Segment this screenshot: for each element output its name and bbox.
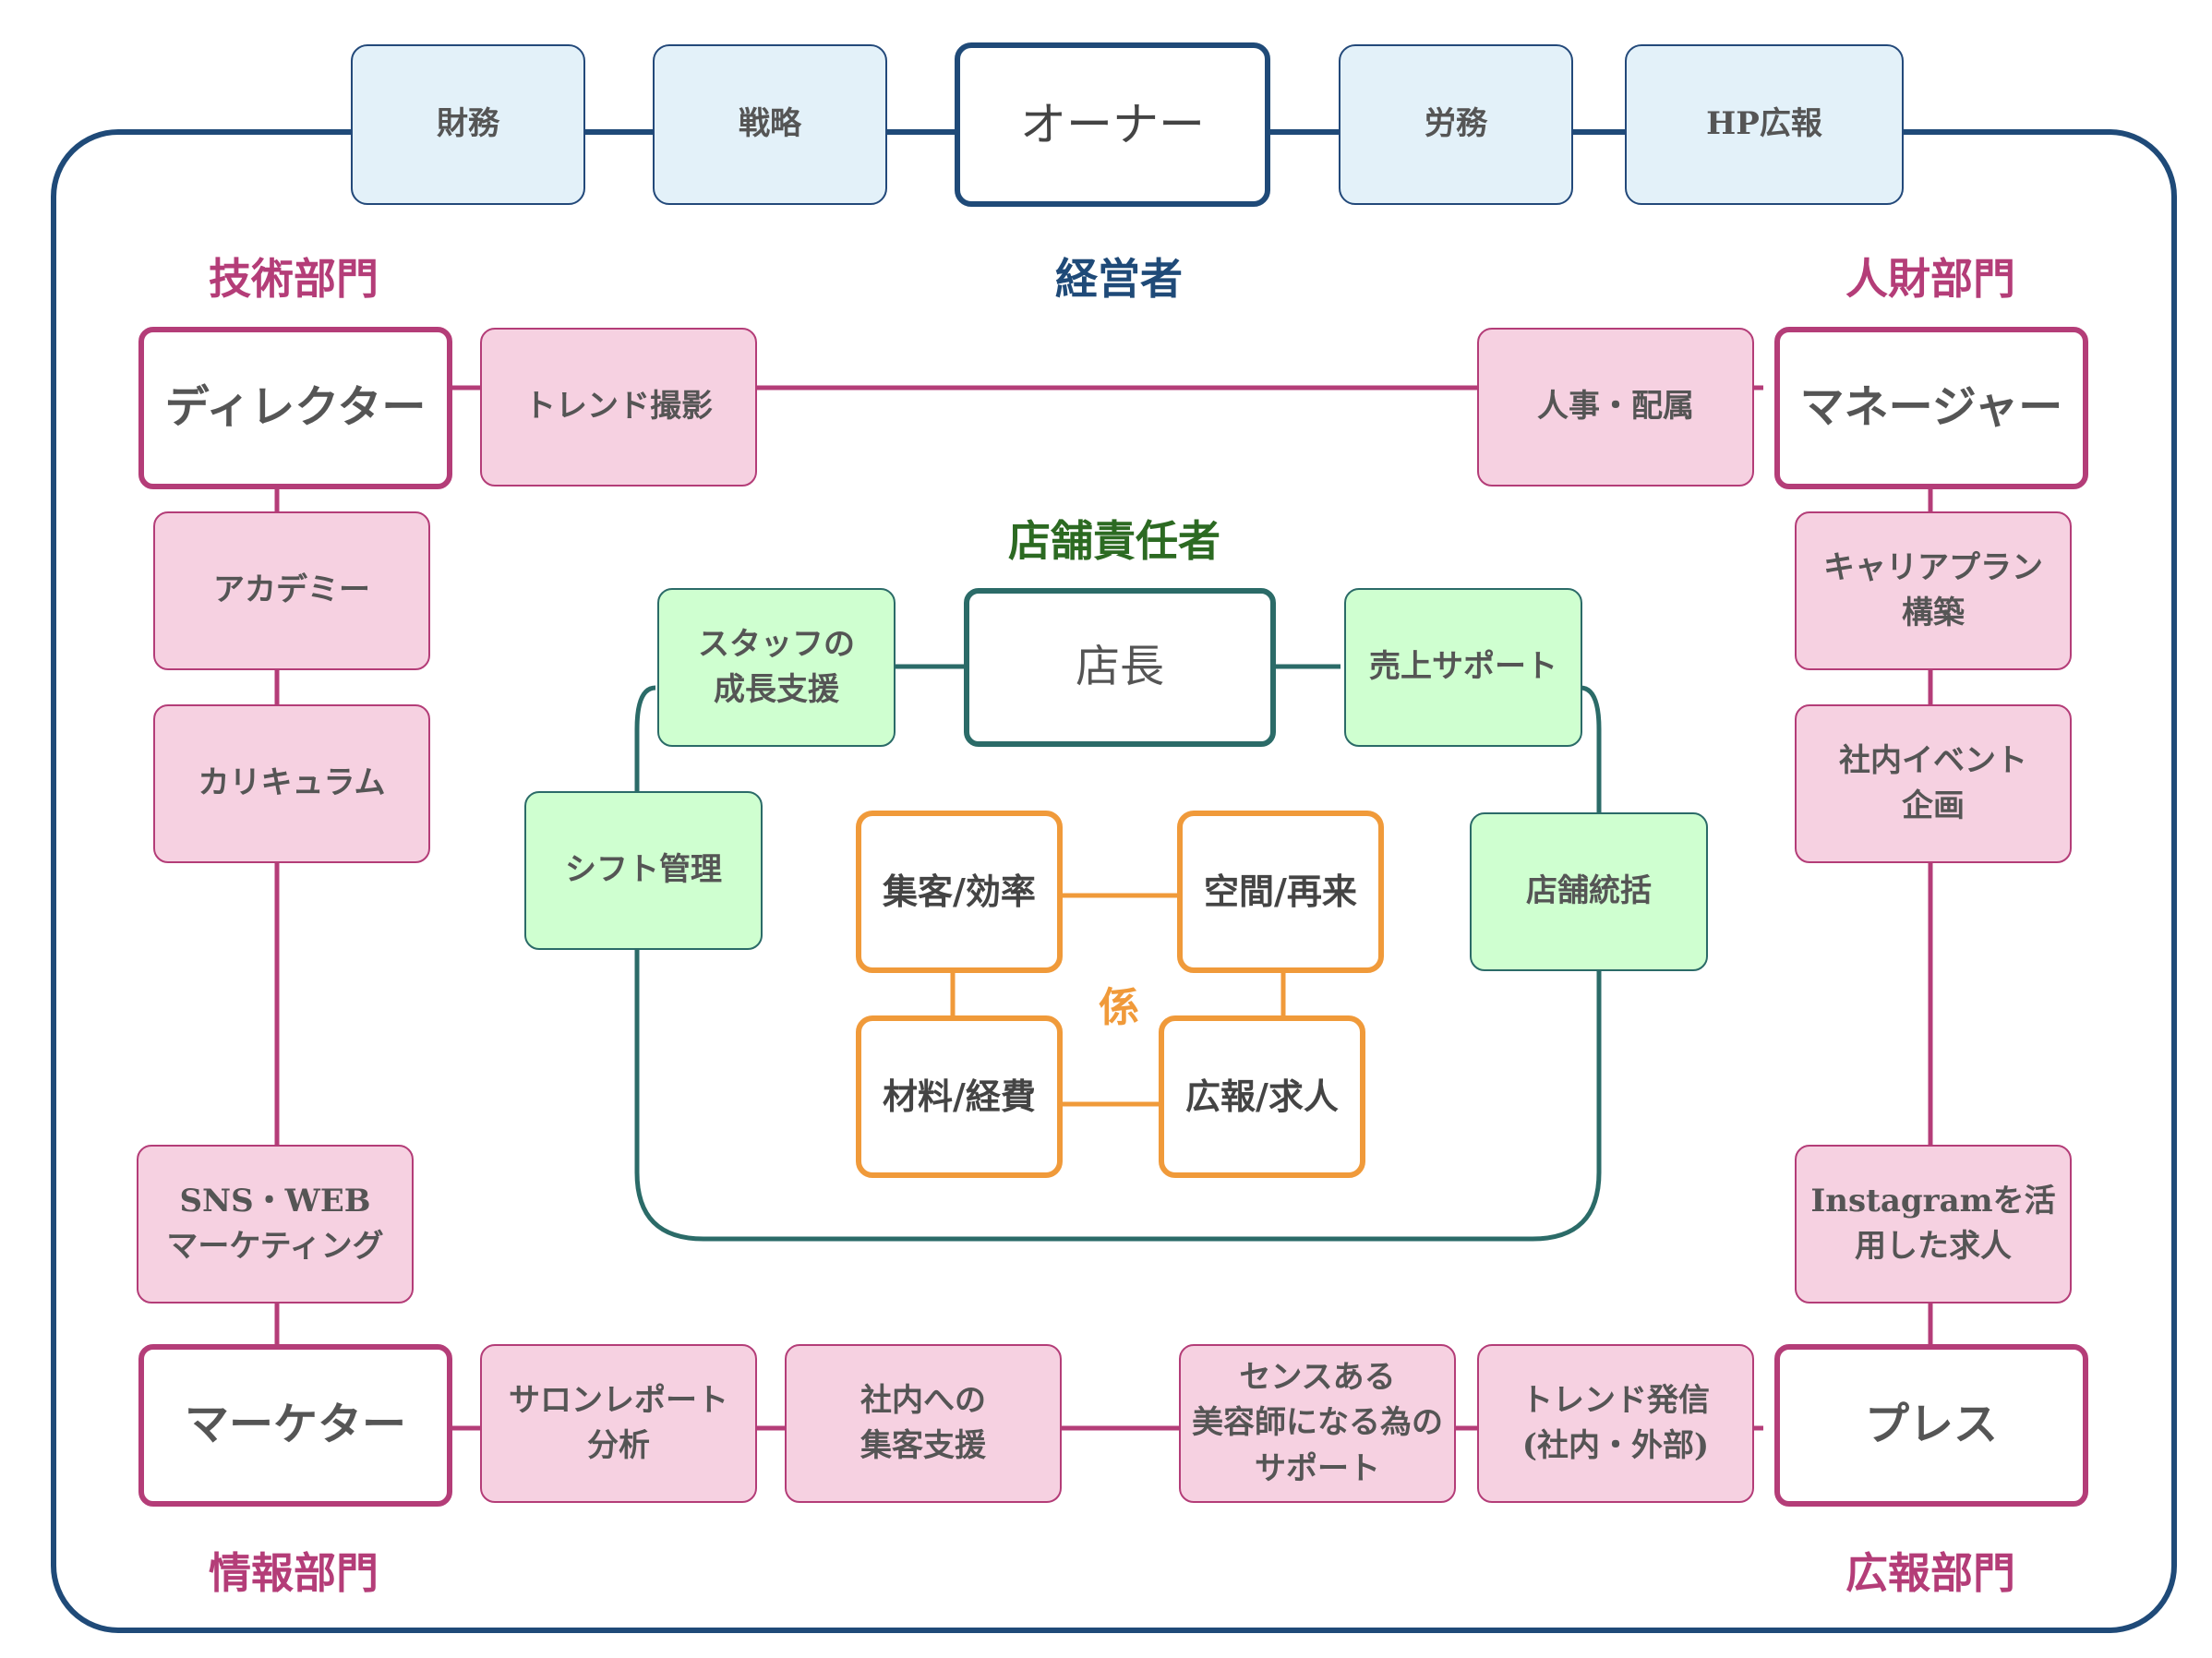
store-control-label: 店舗統括 xyxy=(1526,872,1652,910)
curriculum-box: カリキュラム xyxy=(153,704,430,863)
labor-box: 労務 xyxy=(1339,44,1573,205)
kakari-pr-recruit-box: 広報/求人 xyxy=(1159,1015,1365,1178)
kakari-material-label: 材料/経費 xyxy=(883,1075,1036,1118)
store-control-box: 店舗統括 xyxy=(1470,812,1708,971)
trend-shoot-box: トレンド撮影 xyxy=(480,328,757,487)
career-plan-label: キャリアプラン 構築 xyxy=(1823,548,2043,631)
press-label: プレス xyxy=(1864,1399,1998,1451)
store-manager-box: 店長 xyxy=(964,588,1276,747)
hr-dept-label: 人財部門 xyxy=(1845,254,2015,304)
director-label: ディレクター xyxy=(164,381,427,434)
salon-report-label: サロンレポート 分析 xyxy=(509,1381,728,1464)
shift-box: シフト管理 xyxy=(524,791,763,950)
hr-assign-box: 人事・配属 xyxy=(1477,328,1754,487)
pr-dept-label: 広報部門 xyxy=(1845,1548,2015,1598)
instagram-box: Instagramを活 用した求人 xyxy=(1795,1145,2072,1304)
strategy-label: 戦略 xyxy=(739,105,801,143)
finance-label: 財務 xyxy=(437,105,499,143)
kakari-attract-label: 集客/効率 xyxy=(883,871,1036,913)
hp-pr-label: HP広報 xyxy=(1706,105,1822,143)
marketer-label: マーケター xyxy=(184,1399,406,1451)
career-plan-box: キャリアプラン 構築 xyxy=(1795,511,2072,670)
trend-send-label: トレンド発信 (社内・外部) xyxy=(1521,1381,1710,1464)
sns-web-box: SNS・WEB マーケティング xyxy=(137,1145,414,1304)
trend-shoot-label: トレンド撮影 xyxy=(524,388,713,426)
academy-label: アカデミー xyxy=(213,571,370,609)
sales-support-label: 売上サポート xyxy=(1369,648,1557,686)
kakari-material-box: 材料/経費 xyxy=(856,1015,1063,1178)
owner-label: オーナー xyxy=(1020,97,1205,151)
owner-box: オーナー xyxy=(955,42,1270,207)
hp-pr-box: HP広報 xyxy=(1625,44,1904,205)
kakari-label: 係 xyxy=(1099,984,1139,1031)
press-box: プレス xyxy=(1774,1344,2088,1507)
tech-dept-label: 技術部門 xyxy=(209,254,379,304)
sns-web-label: SNS・WEB マーケティング xyxy=(166,1182,384,1265)
internal-event-label: 社内イベント 企画 xyxy=(1839,741,2027,824)
director-box: ディレクター xyxy=(138,327,452,489)
labor-label: 労務 xyxy=(1425,105,1487,143)
shift-label: シフト管理 xyxy=(565,851,722,889)
strategy-box: 戦略 xyxy=(653,44,887,205)
kakari-space-label: 空間/再来 xyxy=(1204,871,1357,913)
store-frame xyxy=(634,685,1602,1242)
manager-box: マネージャー xyxy=(1774,327,2088,489)
staff-growth-box: スタッフの 成長支援 xyxy=(657,588,896,747)
manager-label: マネージャー xyxy=(1799,381,2063,434)
trend-send-box: トレンド発信 (社内・外部) xyxy=(1477,1344,1754,1503)
academy-box: アカデミー xyxy=(153,511,430,670)
hr-assign-label: 人事・配属 xyxy=(1537,388,1694,426)
finance-box: 財務 xyxy=(351,44,585,205)
internal-attract-label: 社内への 集客支援 xyxy=(860,1381,986,1464)
management-label: 経営者 xyxy=(1055,254,1183,304)
internal-event-box: 社内イベント 企画 xyxy=(1795,704,2072,863)
store-manager-label: 店長 xyxy=(1075,641,1164,693)
instagram-label: Instagramを活 用した求人 xyxy=(1810,1182,2056,1265)
staff-growth-label: スタッフの 成長支援 xyxy=(698,625,855,708)
sense-support-box: センスある 美容師になる為の サポート xyxy=(1179,1344,1456,1503)
marketer-box: マーケター xyxy=(138,1344,452,1507)
curriculum-label: カリキュラム xyxy=(198,764,386,802)
salon-report-box: サロンレポート 分析 xyxy=(480,1344,757,1503)
info-dept-label: 情報部門 xyxy=(209,1548,379,1598)
store-manager-section-label: 店舗責任者 xyxy=(1008,516,1220,566)
internal-attract-box: 社内への 集客支援 xyxy=(785,1344,1062,1503)
kakari-pr-recruit-label: 広報/求人 xyxy=(1185,1075,1339,1118)
sales-support-box: 売上サポート xyxy=(1344,588,1582,747)
kakari-attract-box: 集客/効率 xyxy=(856,811,1063,973)
kakari-space-box: 空間/再来 xyxy=(1177,811,1384,973)
sense-support-label: センスある 美容師になる為の サポート xyxy=(1192,1359,1443,1487)
